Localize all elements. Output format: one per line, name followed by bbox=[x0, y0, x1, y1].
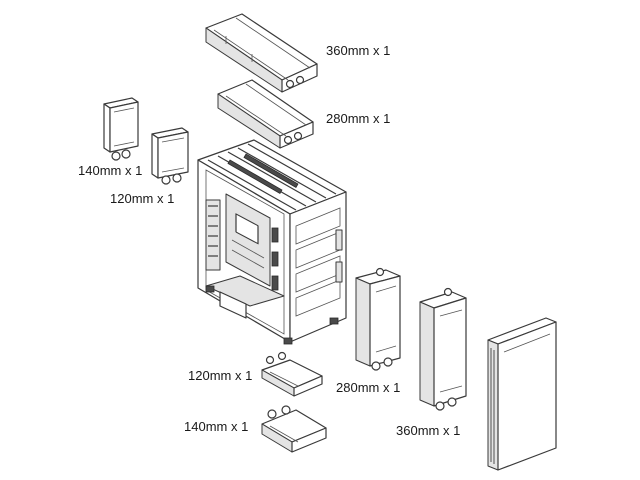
top-radiator-360 bbox=[205, 13, 318, 93]
top-radiator-360-label: 360mm x 1 bbox=[326, 43, 391, 58]
top-radiator-280 bbox=[217, 79, 314, 149]
bottom-radiator-120-label: 120mm x 1 bbox=[188, 368, 253, 383]
side-radiator-120-label: 120mm x 1 bbox=[110, 191, 175, 206]
top-radiator-280-label: 280mm x 1 bbox=[326, 111, 391, 126]
side-radiator-140 bbox=[103, 97, 139, 161]
bottom-radiator-140 bbox=[261, 405, 327, 453]
side-radiator-120 bbox=[151, 127, 189, 185]
side-panel bbox=[487, 317, 557, 471]
side-radiator-140-label: 140mm x 1 bbox=[78, 163, 143, 178]
bottom-radiator-140-label: 140mm x 1 bbox=[184, 419, 249, 434]
front-radiator-360-label: 360mm x 1 bbox=[396, 423, 461, 438]
pc-case bbox=[197, 139, 347, 345]
front-radiator-360 bbox=[419, 287, 467, 411]
front-radiator-280-label: 280mm x 1 bbox=[336, 380, 401, 395]
front-radiator-280 bbox=[355, 267, 401, 371]
bottom-radiator-120 bbox=[261, 351, 323, 397]
